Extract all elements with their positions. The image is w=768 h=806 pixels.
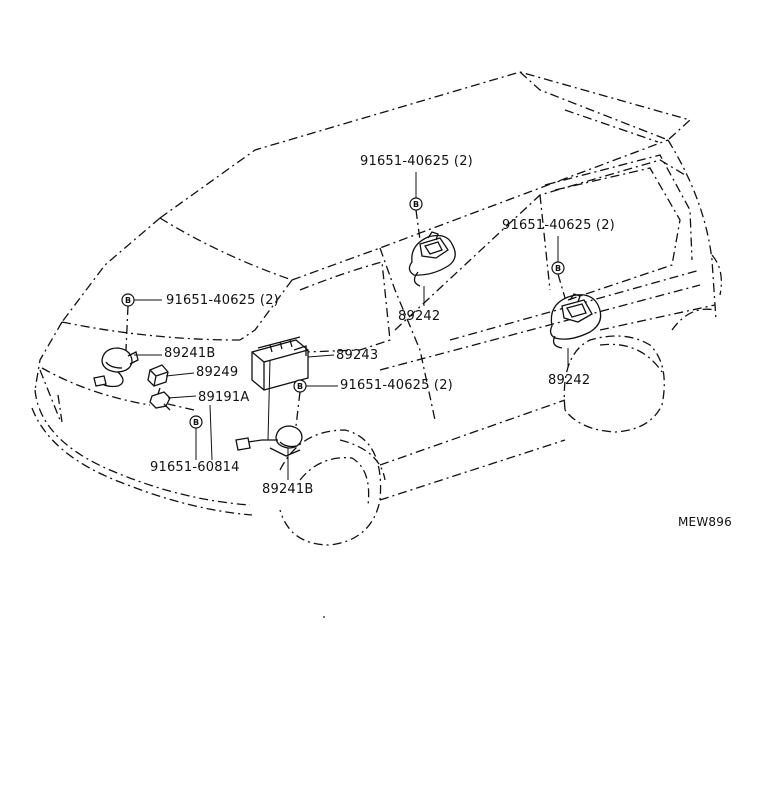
bolt-marker-lower: B xyxy=(193,418,199,427)
bolt-marker-roof-front: B xyxy=(413,200,419,209)
label-speaker-roof-front: 89242 xyxy=(398,309,440,324)
bolt-marker-front-center: B xyxy=(297,382,303,391)
part-labels: 91651-40625 (2) 91651-40625 (2) 91651-40… xyxy=(150,154,732,529)
front-right-sensor xyxy=(235,425,303,457)
stray-dot xyxy=(323,616,325,618)
connector xyxy=(149,387,171,411)
label-sensor-front-left: 89241B xyxy=(164,346,215,361)
label-bolt-roof-front: 91651-40625 (2) xyxy=(360,154,473,169)
roof-front-speaker xyxy=(408,231,456,287)
bolt-marker-front-upper: B xyxy=(125,296,131,305)
small-sensor xyxy=(147,364,169,387)
roof-rear-speaker xyxy=(549,293,602,349)
label-connector: 89191A xyxy=(198,390,249,405)
label-sensor-front-right: 89241B xyxy=(262,482,313,497)
drawing-code: MEW896 xyxy=(678,515,732,529)
label-bolt-front-upper: 91651-40625 (2) xyxy=(166,293,279,308)
label-sensor-small: 89249 xyxy=(196,365,238,380)
vehicle-outline xyxy=(31,71,723,546)
front-left-sensor xyxy=(93,347,139,388)
label-bolt-roof-rear: 91651-40625 (2) xyxy=(502,218,615,233)
label-bolt-lower: 91651-60814 xyxy=(150,460,240,475)
bolt-marker-roof-rear: B xyxy=(555,264,561,273)
control-module xyxy=(251,336,309,391)
bolt-markers: B B B B B xyxy=(121,197,565,429)
label-module: 89243 xyxy=(336,348,378,363)
leader-lines xyxy=(125,172,569,480)
label-bolt-front-center: 91651-40625 (2) xyxy=(340,378,453,393)
label-speaker-roof-rear: 89242 xyxy=(548,373,590,388)
